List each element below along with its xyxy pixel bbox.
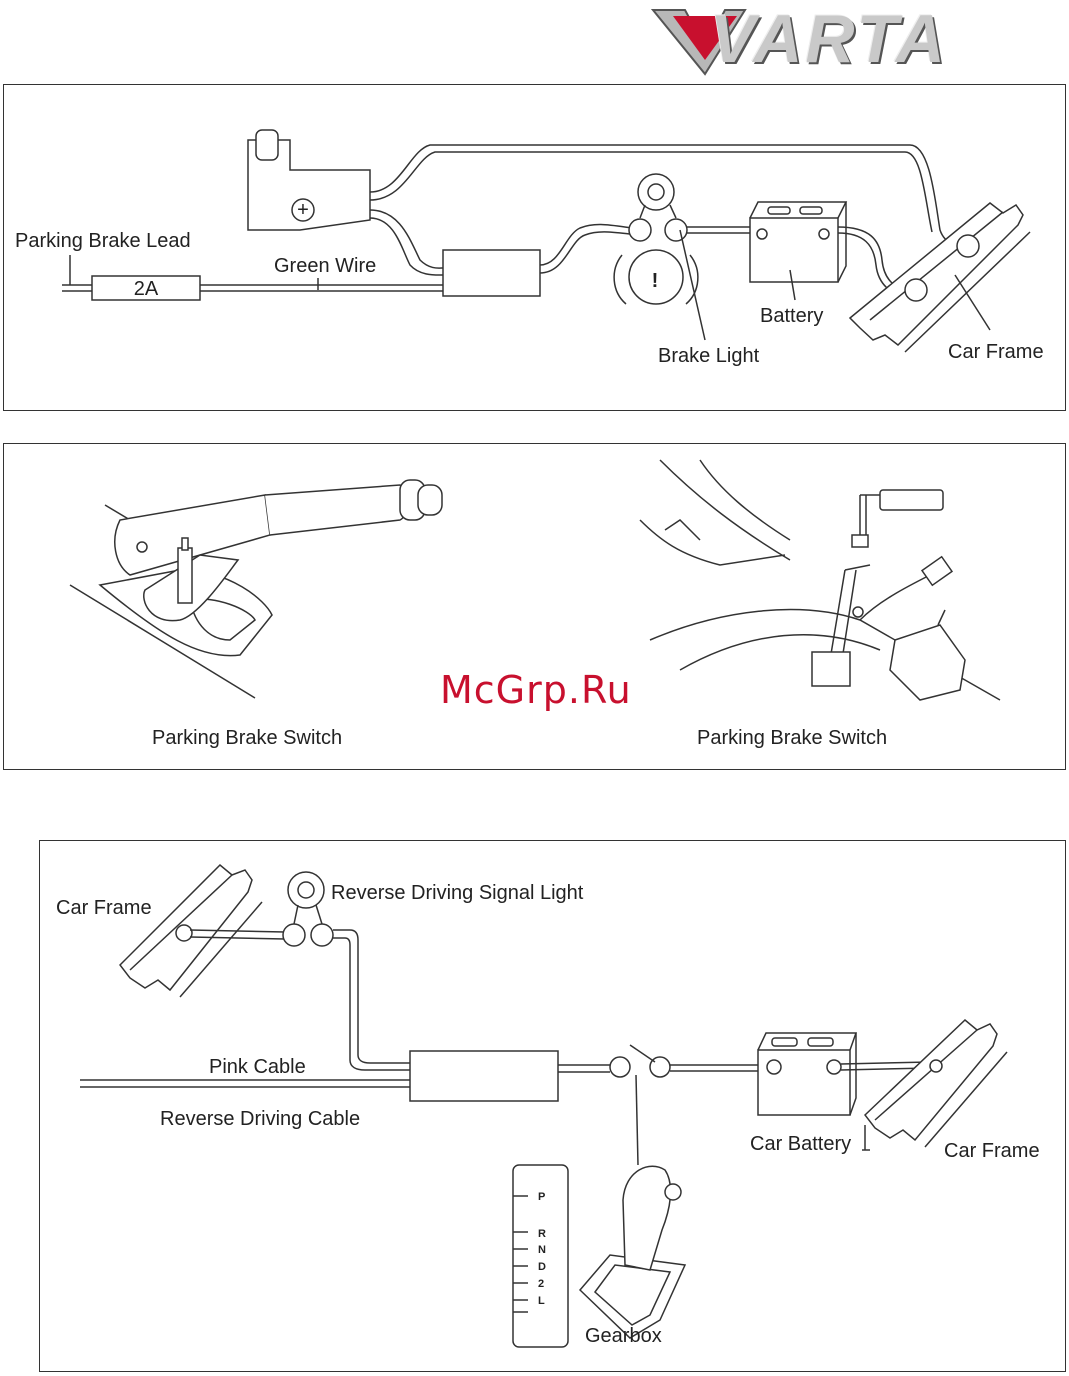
watermark: McGrp.Ru: [440, 668, 632, 712]
parking-brake-switch-panel: [3, 443, 1066, 770]
label-parking-brake-lead: Parking Brake Lead: [15, 230, 191, 252]
label-green-wire: Green Wire: [274, 255, 376, 277]
wiring-diagram-1: [62, 130, 1030, 352]
reverse-wiring-panel: [39, 840, 1066, 1372]
label-fuse: 2A: [134, 278, 159, 300]
plus-mark: +: [297, 199, 309, 221]
label-brake-light: Brake Light: [658, 345, 760, 367]
control-module: [443, 250, 540, 296]
label-car-frame-1: Car Frame: [948, 341, 1044, 363]
label-battery: Battery: [760, 305, 823, 327]
battery-box: [750, 218, 838, 282]
warning-mark: !: [652, 270, 659, 292]
